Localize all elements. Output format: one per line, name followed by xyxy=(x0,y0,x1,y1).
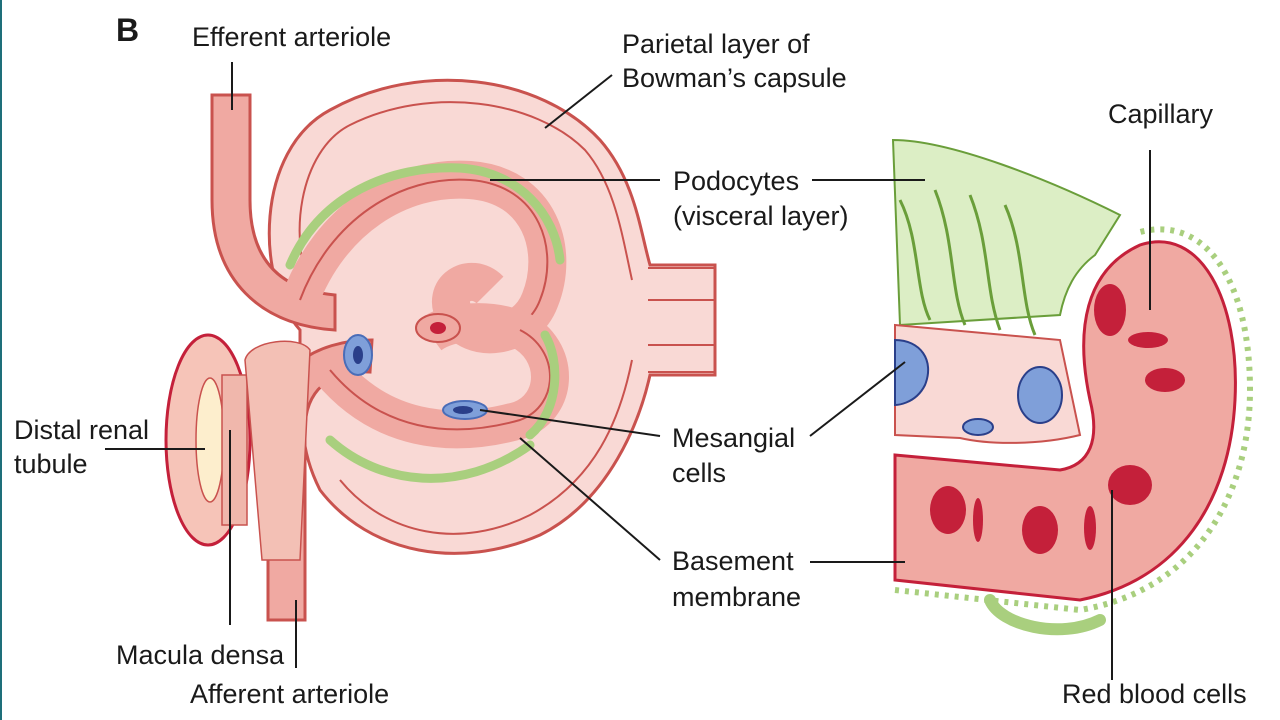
mesangial-cell-1-nucleus xyxy=(353,346,363,364)
basement-membrane xyxy=(894,226,1254,614)
juxtaglomerular-cells xyxy=(244,340,311,561)
basement-membrane-bottom-foot xyxy=(984,594,1106,636)
label-mesangial: Mesangial xyxy=(672,423,796,453)
panel-letter: B xyxy=(116,12,140,48)
parietal-inner-line-2 xyxy=(339,359,633,535)
podocyte-layer-side xyxy=(525,330,560,440)
proximal-tubule-outlet xyxy=(648,267,715,373)
podocyte-layer-top xyxy=(285,163,565,270)
leader-parietal xyxy=(544,74,613,129)
leader-mesangial-right xyxy=(809,361,906,437)
rbc-4 xyxy=(1108,465,1152,505)
parietal-inner-line xyxy=(298,101,633,301)
podocyte-foot-processes xyxy=(898,189,1037,336)
podocyte-layer-bottom xyxy=(325,435,535,483)
label-capillary: Capillary xyxy=(1108,99,1214,129)
capillary-loop-lower-edge xyxy=(329,329,551,431)
leader-mesangial-left xyxy=(479,409,661,437)
mesangial-cell-right-3 xyxy=(962,418,994,436)
rbc-2 xyxy=(1128,332,1168,348)
rbc-5 xyxy=(930,486,966,534)
efferent-arteriole xyxy=(210,93,337,332)
mesangial-cell-right-2 xyxy=(1017,366,1063,424)
label-distal-tubule: Distal renal xyxy=(14,415,150,445)
macula-densa-cells xyxy=(221,374,248,526)
slide-edge xyxy=(0,0,2,720)
mesangial-cell-2-nucleus xyxy=(453,406,473,414)
label-mesangial-2: cells xyxy=(672,458,727,488)
label-basement-2: membrane xyxy=(672,582,802,612)
mesangial-cell-right-1 xyxy=(894,338,930,407)
label-parietal-layer-2: Bowman’s capsule xyxy=(622,63,847,93)
podocyte-body xyxy=(891,138,1122,327)
tubule-lumen xyxy=(195,377,225,503)
label-afferent-arteriole: Afferent arteriole xyxy=(190,679,390,709)
label-basement: Basement xyxy=(672,546,794,576)
rbc-1 xyxy=(1094,284,1126,336)
label-efferent-arteriole: Efferent arteriole xyxy=(192,22,392,52)
rbc-3 xyxy=(1145,368,1185,392)
rbc-8 xyxy=(1084,506,1096,550)
label-podocytes: Podocytes xyxy=(673,166,800,196)
leader-lines xyxy=(105,62,1151,680)
rbc-7 xyxy=(1022,506,1058,554)
rbc-6 xyxy=(973,498,983,542)
leader-basement-left xyxy=(519,437,661,561)
label-parietal-layer: Parietal layer of xyxy=(622,29,810,59)
label-podocytes-2: (visceral layer) xyxy=(673,201,849,231)
label-distal-tubule-2: tubule xyxy=(14,449,88,479)
label-macula-densa: Macula densa xyxy=(116,640,285,670)
capillary-nucleus xyxy=(430,322,446,334)
label-red-blood-cells: Red blood cells xyxy=(1062,679,1247,709)
